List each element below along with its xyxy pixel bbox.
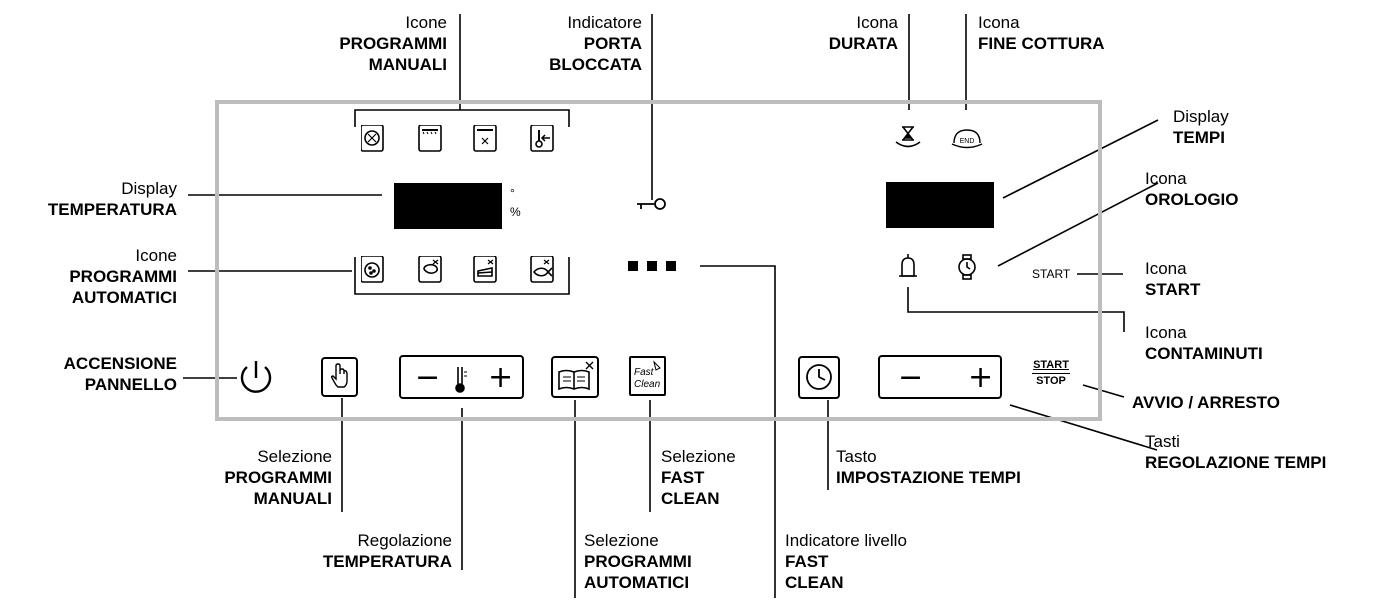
start-stop-top: START: [1032, 358, 1070, 374]
degree-symbol: °: [510, 186, 515, 200]
fast-clean-level-dot: [628, 261, 638, 271]
manual-program-select-button[interactable]: [321, 357, 358, 397]
fast-clean-level-dot: [666, 261, 676, 271]
end-cooking-icon: END: [951, 129, 983, 149]
time-minus-button[interactable]: −: [898, 360, 924, 395]
label-icona-contaminuti: Icona CONTAMINUTI: [1145, 323, 1263, 363]
power-button[interactable]: [236, 357, 276, 399]
fast-clean-level-dot: [647, 261, 657, 271]
time-adjust-buttons[interactable]: − +: [878, 355, 1002, 399]
label-indicatore-porta-bloccata: Indicatore PORTA BLOCCATA: [549, 13, 642, 74]
label-icona-start: Icona START: [1145, 259, 1201, 299]
fast-clean-select-button[interactable]: Fast Clean: [629, 356, 666, 396]
label-accensione-pannello: ACCENSIONE PANNELLO: [63, 354, 177, 394]
label-selezione-programmi-automatici: Selezione PROGRAMMI AUTOMATICI: [584, 531, 692, 592]
start-stop-button[interactable]: START STOP: [1032, 358, 1070, 388]
oven-panel-frame: [215, 100, 1102, 421]
time-plus-button[interactable]: +: [968, 360, 994, 395]
clock-set-icon: [806, 364, 832, 390]
hourglass-duration-icon: [895, 126, 921, 148]
top-heat-icon: [418, 125, 442, 152]
automatic-program-icons: [361, 256, 554, 283]
label-indicatore-livello-fast-clean: Indicatore livello FAST CLEAN: [785, 531, 907, 592]
label-selezione-fast-clean: Selezione FAST CLEAN: [661, 447, 736, 508]
bell-minute-minder-icon: [899, 254, 917, 277]
temperature-minus-button[interactable]: −: [415, 360, 441, 395]
cake-icon: [473, 256, 497, 283]
label-icona-orologio: Icona OROLOGIO: [1145, 169, 1239, 209]
pizza-icon: [361, 256, 384, 283]
label-avvio-arresto: AVVIO / ARRESTO: [1132, 393, 1280, 412]
door-lock-key-icon: [637, 198, 666, 210]
label-tasto-impostazione-tempi: Tasto IMPOSTAZIONE TEMPI: [836, 447, 1021, 487]
label-icona-fine-cottura: Icona FINE COTTURA: [978, 13, 1105, 53]
automatic-program-select-button[interactable]: [551, 356, 599, 398]
defrost-thermometer-icon: [530, 125, 554, 152]
label-display-tempi: Display TEMPI: [1173, 107, 1229, 147]
fan-oven-icon: [361, 125, 384, 152]
temperature-display: [394, 183, 502, 229]
clock-icon: [958, 254, 976, 280]
start-stop-bottom: STOP: [1036, 375, 1066, 387]
start-icon: START: [1032, 267, 1071, 281]
label-icona-durata: Icona DURATA: [828, 13, 898, 53]
times-display: [886, 182, 994, 228]
time-setting-button[interactable]: [798, 356, 840, 399]
temperature-adjust-buttons[interactable]: − +: [399, 355, 524, 399]
fast-clean-icon: Fast Clean: [634, 360, 661, 390]
manual-program-icons: [361, 125, 554, 152]
recipe-book-icon: [558, 361, 594, 391]
end-text: END: [960, 138, 975, 145]
thermometer-icon: [455, 367, 467, 393]
label-tasti-regolazione-tempi: Tasti REGOLAZIONE TEMPI: [1145, 432, 1327, 472]
label-icone-programmi-manuali: Icone PROGRAMMI MANUALI: [339, 13, 447, 74]
percent-symbol: %: [510, 205, 521, 219]
fish-icon: [530, 256, 554, 283]
grill-fan-icon: [473, 125, 497, 152]
hand-icon: [330, 363, 348, 388]
roast-meat-icon: [418, 256, 442, 283]
label-selezione-programmi-manuali: Selezione PROGRAMMI MANUALI: [224, 447, 332, 508]
fast-text: Fast: [634, 367, 655, 378]
label-display-temperatura: Display TEMPERATURA: [47, 179, 177, 219]
clean-text: Clean: [634, 379, 661, 390]
label-icone-programmi-automatici: Icone PROGRAMMI AUTOMATICI: [69, 246, 177, 307]
label-regolazione-temperatura: Regolazione TEMPERATURA: [322, 531, 452, 571]
temperature-plus-button[interactable]: +: [488, 360, 514, 395]
